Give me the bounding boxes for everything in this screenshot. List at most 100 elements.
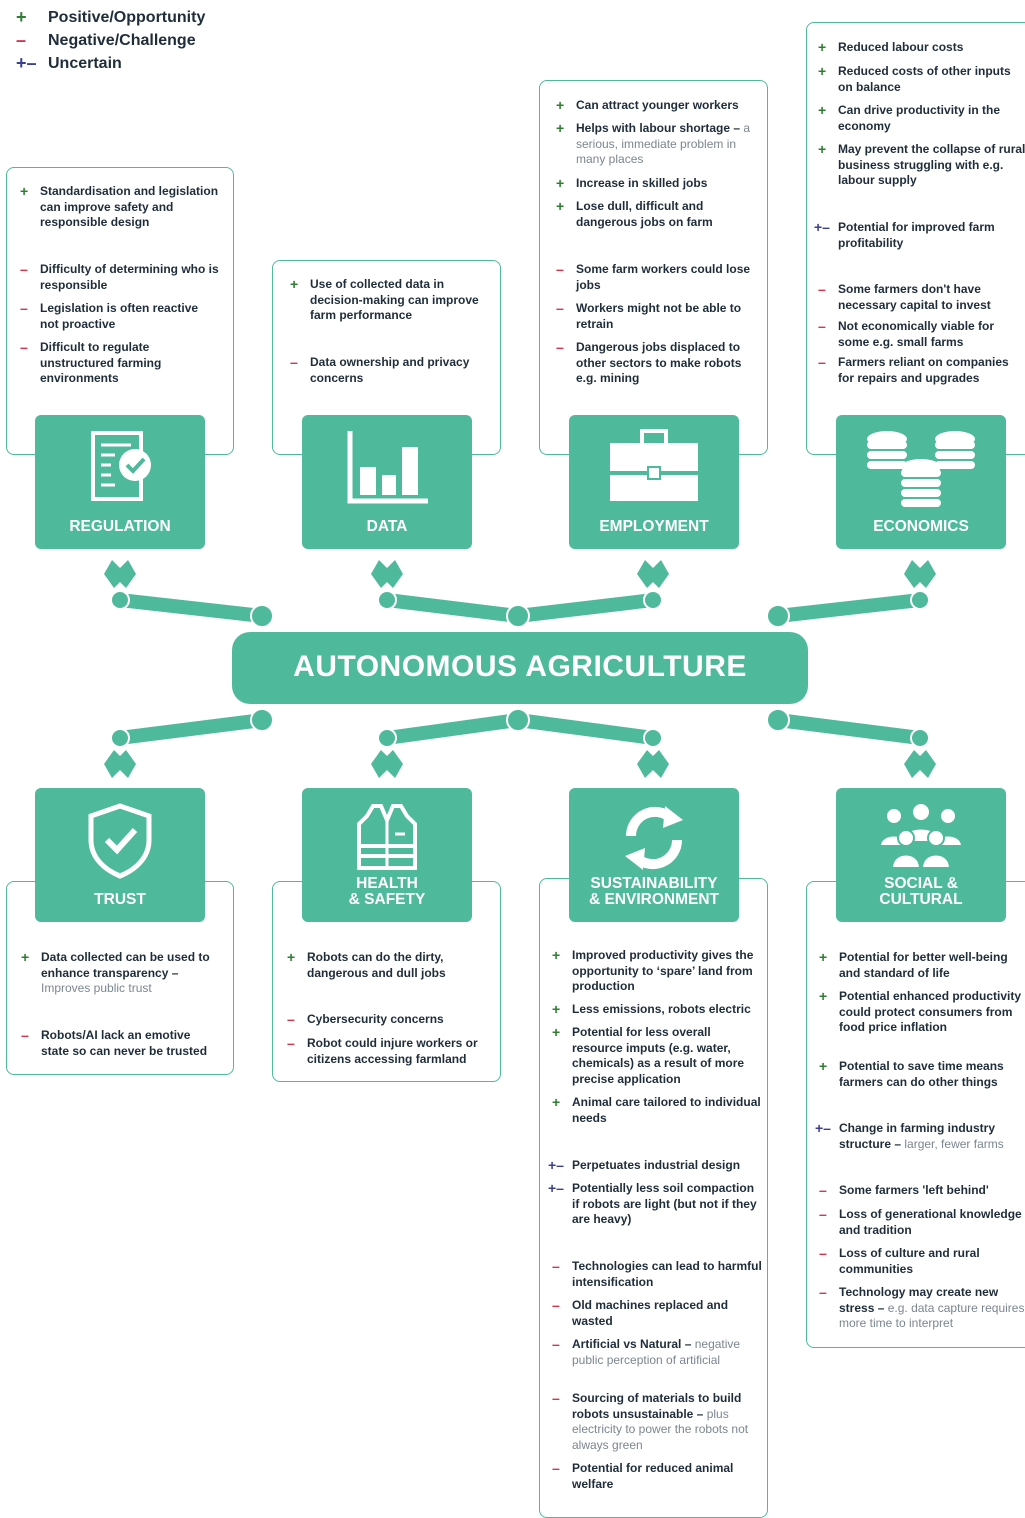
sustainability-item-body: Sourcing of materials to build robots un… bbox=[572, 1391, 764, 1453]
uncertain-marker: +– bbox=[815, 1120, 831, 1136]
economics-item-body: Can drive productivity in the economy bbox=[838, 103, 1025, 134]
positive-marker: + bbox=[556, 97, 565, 113]
employment-item-body: Dangerous jobs displaced to other sector… bbox=[576, 340, 756, 387]
legend-positive: + Positive/Opportunity bbox=[16, 6, 205, 29]
social-box bbox=[806, 881, 1025, 1348]
employment-item-text: Can attract younger workers bbox=[576, 98, 739, 112]
trust-item-text: Robots/AI lack an emotive state so can n… bbox=[41, 1028, 208, 1058]
data-label: DATA bbox=[366, 518, 408, 535]
positive-marker: + bbox=[556, 120, 565, 136]
social-item-text: Technology may create new stress – bbox=[839, 1285, 999, 1315]
social-item-subtext: larger, fewer farms bbox=[904, 1136, 1004, 1151]
economics-item: +–Potential for improved farm profitabil… bbox=[814, 219, 1025, 251]
sustainability-item-body: Animal care tailored to individual needs bbox=[572, 1095, 764, 1126]
employment-item-body: Workers might not be able to retrain bbox=[576, 301, 756, 332]
recycle-arrows-icon bbox=[625, 806, 683, 870]
health-label: HEALTH & SAFETY bbox=[348, 875, 426, 908]
health-tile: HEALTH & SAFETY bbox=[302, 788, 472, 922]
positive-marker: + bbox=[818, 63, 827, 79]
economics-item-text: Potential for improved farm profitabilit… bbox=[838, 220, 995, 250]
employment-item: + Helps with labour shortage – a serious,… bbox=[556, 121, 756, 168]
employment-item-text: Workers might not be able to retrain bbox=[576, 301, 742, 331]
employment-item-text: Some farm workers could lose jobs bbox=[576, 262, 751, 292]
negative-marker: – bbox=[819, 1284, 827, 1300]
social-item: –Loss of generational knowledge and trad… bbox=[819, 1206, 1025, 1238]
gripper-claw bbox=[637, 750, 669, 778]
positive-marker: + bbox=[21, 949, 30, 965]
social-item-body: Potential enhanced productivity could pr… bbox=[839, 989, 1025, 1036]
sustainability-item-text: Perpetuates industrial design bbox=[572, 1158, 741, 1172]
health-item-body: Robot could injure workers or citizens a… bbox=[307, 1036, 487, 1067]
data-item: +Use of collected data in decision-makin… bbox=[290, 277, 490, 324]
social-item-subtext: e.g. data capture requires more time to … bbox=[839, 1300, 1025, 1331]
negative-marker: – bbox=[287, 1011, 295, 1027]
economics-item-text: Not economically viable for some e.g. sm… bbox=[838, 319, 995, 349]
social-item-body: Some farmers 'left behind' bbox=[839, 1183, 989, 1199]
positive-marker: + bbox=[290, 276, 299, 292]
health-item-text: Cybersecurity concerns bbox=[307, 1012, 444, 1026]
trust-item-body: Data collected can be used to enhance tr… bbox=[41, 950, 221, 997]
shield-check-icon bbox=[88, 803, 152, 879]
social-item-text: Some farmers 'left behind' bbox=[839, 1183, 989, 1197]
bar-chart-icon bbox=[347, 431, 428, 504]
gripper-claw bbox=[104, 560, 136, 588]
regulation-item-text: Difficulty of determining who is respons… bbox=[40, 262, 219, 292]
plus-symbol: + bbox=[16, 7, 27, 27]
negative-marker: – bbox=[556, 300, 564, 316]
negative-marker: – bbox=[819, 1206, 827, 1222]
plus-minus-symbol: +– bbox=[16, 53, 37, 73]
sustainability-item: +Less emissions, robots electric bbox=[552, 1002, 764, 1018]
economics-tile: ECONOMICS bbox=[836, 415, 1006, 549]
employment-item: –Some farm workers could lose jobs bbox=[556, 261, 756, 293]
regulation-item-body: Difficulty of determining who is respons… bbox=[40, 262, 220, 293]
hub-title: AUTONOMOUS AGRICULTURE bbox=[293, 650, 747, 683]
people-group-icon bbox=[878, 802, 964, 868]
positive-marker: + bbox=[552, 1001, 561, 1017]
employment-box bbox=[539, 80, 768, 455]
regulation-item-text: Standardisation and legislation can impr… bbox=[40, 184, 219, 230]
economics-item-text: Some farmers don't have necessary capita… bbox=[838, 282, 991, 312]
coin-stacks-icon bbox=[867, 431, 975, 507]
sustainability-item: –Technologies can lead to harmful intens… bbox=[552, 1258, 764, 1290]
negative-marker: – bbox=[20, 261, 28, 277]
sustainability-item-text: Potential for less overall resource impu… bbox=[572, 1025, 745, 1086]
data-item-text: Data ownership and privacy concerns bbox=[310, 355, 470, 385]
social-item-text: Loss of generational knowledge and tradi… bbox=[839, 1207, 1022, 1237]
positive-marker: + bbox=[818, 141, 827, 157]
negative-marker: – bbox=[818, 318, 826, 334]
social-label: SOCIAL & CULTURAL bbox=[879, 875, 963, 908]
economics-label: ECONOMICS bbox=[873, 518, 969, 535]
employment-item: + Can attract younger workers bbox=[556, 98, 756, 114]
negative-marker: – bbox=[287, 1035, 295, 1051]
positive-marker: + bbox=[819, 1058, 828, 1074]
safety-vest-icon bbox=[357, 804, 417, 870]
sustainability-item: –Artificial vs Natural – negative public… bbox=[552, 1336, 764, 1368]
economics-item: –Farmers reliant on companies for repair… bbox=[818, 354, 1025, 386]
employment-item-body: Helps with labour shortage – a serious, … bbox=[576, 121, 756, 168]
social-item: +Potential to save time means farmers ca… bbox=[819, 1058, 1025, 1090]
employment-item-body: Some farm workers could lose jobs bbox=[576, 262, 756, 293]
briefcase-icon bbox=[610, 429, 698, 501]
positive-marker: + bbox=[819, 988, 828, 1004]
economics-item-text: May prevent the collapse of rural busine… bbox=[838, 142, 1025, 188]
sustainability-item: –Sourcing of materials to build robots u… bbox=[552, 1390, 764, 1453]
sustainability-item-body: Old machines replaced and wasted bbox=[572, 1298, 764, 1329]
social-item-text: Potential for better well-being and stan… bbox=[839, 950, 1008, 980]
data-item: –Data ownership and privacy concerns bbox=[290, 354, 490, 386]
negative-marker: – bbox=[552, 1336, 560, 1352]
employment-item: +Increase in skilled jobs bbox=[556, 176, 756, 192]
negative-marker: – bbox=[20, 339, 28, 355]
sustainability-item-body: Artificial vs Natural – negative public … bbox=[572, 1337, 764, 1368]
employment-item-text: Helps with labour shortage – bbox=[576, 121, 741, 135]
social-item-body: Technology may create new stress – e.g. … bbox=[839, 1285, 1025, 1332]
regulation-item-text: Legislation is often reactive not proact… bbox=[40, 301, 199, 331]
positive-marker: + bbox=[556, 175, 565, 191]
positive-marker: + bbox=[287, 949, 296, 965]
sustainability-item-subtext: negative public perception of artificial bbox=[572, 1337, 741, 1367]
sustainability-item-text: Technologies can lead to harmful intensi… bbox=[572, 1259, 762, 1289]
sustainability-item-body: Improved productivity gives the opportun… bbox=[572, 948, 764, 995]
sustainability-item-body: Technologies can lead to harmful intensi… bbox=[572, 1259, 764, 1290]
economics-item-body: May prevent the collapse of rural busine… bbox=[838, 142, 1025, 189]
social-item: +Potential for better well-being and sta… bbox=[819, 949, 1025, 981]
sustainability-item: +–Perpetuates industrial design bbox=[548, 1158, 764, 1174]
